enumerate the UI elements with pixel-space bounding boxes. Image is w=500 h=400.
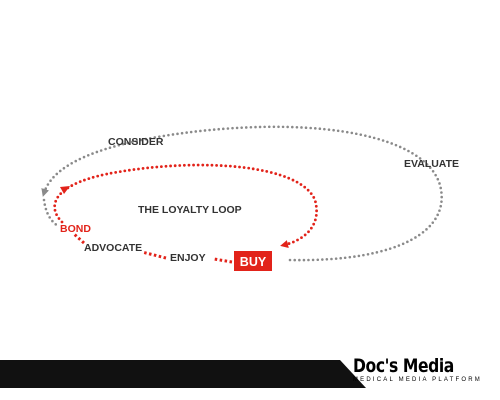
stage-bond-label: BOND: [60, 223, 91, 235]
stage-evaluate-label: EVALUATE: [404, 158, 459, 170]
loop-title: THE LOYALTY LOOP: [138, 204, 242, 216]
brand-tagline: MEDICAL MEDIA PLATFORM: [352, 377, 482, 383]
inner-loop-arrowhead-left: [60, 186, 70, 194]
loyalty-loop-diagram: CONSIDER EVALUATE THE LOYALTY LOOP BOND …: [41, 125, 459, 271]
inner-loyalty-loop: [53, 163, 318, 248]
footer-band: [0, 360, 366, 388]
connector-buy-enjoy: [213, 257, 233, 264]
brand-name: Doc's Media: [352, 355, 454, 377]
outer-loop-left-segment: [42, 198, 60, 228]
stage-buy-label: BUY: [240, 255, 267, 269]
stage-enjoy-label: ENJOY: [170, 252, 206, 264]
stage-advocate-label: ADVOCATE: [84, 242, 142, 254]
stage-consider-label: CONSIDER: [108, 136, 164, 148]
connector-enjoy-advocate: [141, 250, 167, 260]
brand-logo: Doc's Media MEDICAL MEDIA PLATFORM: [352, 355, 482, 384]
outer-journey-loop: [41, 125, 443, 262]
connector-advocate-bond: [72, 232, 86, 245]
stage-buy-box: [234, 251, 272, 271]
